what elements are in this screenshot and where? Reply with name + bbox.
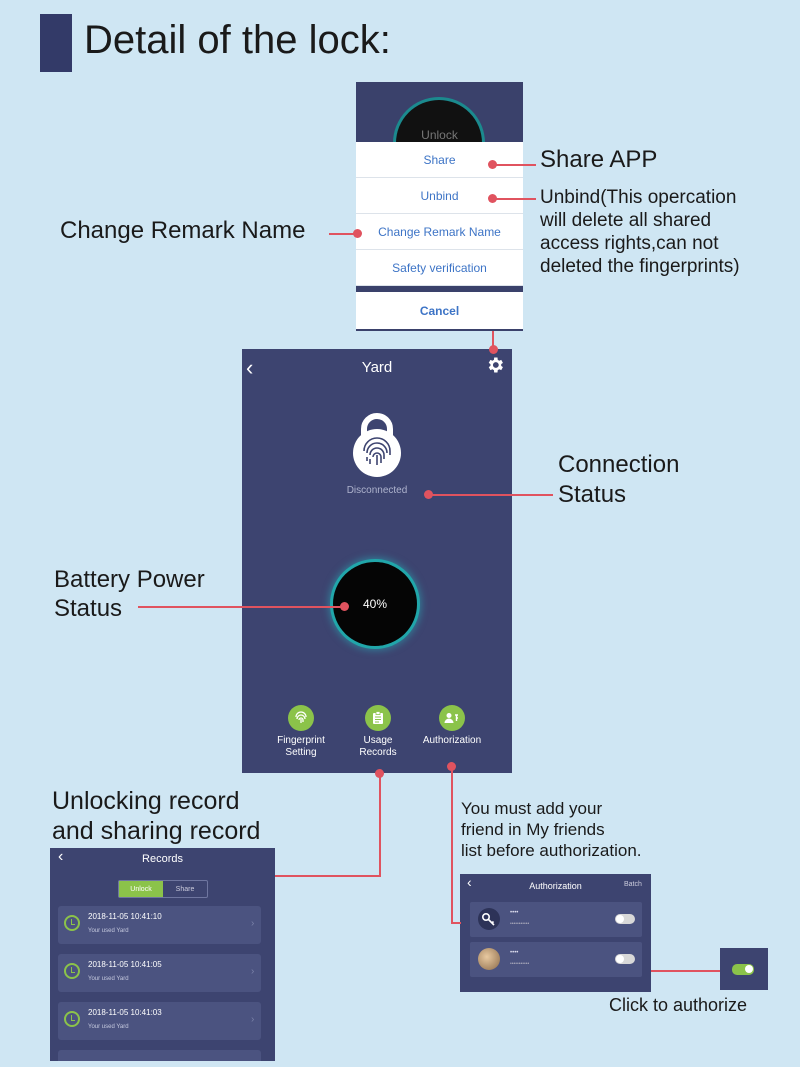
heading-bar-accent: [40, 14, 72, 72]
tab-unlock[interactable]: Unlock: [119, 881, 163, 897]
back-icon[interactable]: ‹: [246, 355, 254, 380]
menu-item-change-remark-name[interactable]: Change Remark Name: [356, 214, 523, 250]
pointer-line-battery: [138, 606, 344, 608]
clock-icon: [64, 1011, 80, 1027]
authorize-toggle-on[interactable]: [732, 964, 754, 975]
authorization-title: Authorization: [529, 881, 582, 891]
clock-icon: [64, 915, 80, 931]
record-time: 2018-11-05 10:41:05: [88, 960, 162, 969]
pointer-dot-auth: [447, 762, 456, 771]
annotation-connection-2: Status: [558, 481, 627, 508]
pointer-dot-remark: [353, 229, 362, 238]
annotation-connection-1: Connection: [558, 451, 680, 478]
annotation-unbind-1: Unbind(This opercation: [540, 187, 737, 208]
pointer-line-records-h: [275, 875, 381, 877]
pointer-line-auth-h: [451, 922, 461, 924]
record-desc: Your used Yard: [88, 976, 129, 982]
pointer-line-remark: [329, 233, 357, 235]
gear-icon[interactable]: [485, 355, 505, 380]
pointer-line-gear: [492, 331, 494, 349]
record-time: 2018-11-05 10:41:10: [88, 912, 162, 921]
connection-status: Disconnected: [346, 485, 408, 496]
fingerprint-setting-label-1: Fingerprint: [277, 735, 325, 746]
friend-row: •••• •••••••••••: [470, 902, 642, 937]
batch-button[interactable]: Batch: [624, 881, 642, 888]
fingerprint-icon: [288, 705, 314, 731]
pointer-dot-share: [488, 160, 497, 169]
annotation-battery-2: Status: [54, 595, 123, 622]
record-item[interactable]: 2018-11-05 10:41:03 Your used Yard ›: [58, 1002, 261, 1040]
menu-item-unbind[interactable]: Unbind: [356, 178, 523, 214]
authorize-toggle[interactable]: [615, 914, 635, 924]
usage-records-label-1: Usage: [363, 735, 393, 746]
fingerprint-setting-label-2: Setting: [285, 747, 317, 758]
pointer-dot-records: [375, 769, 384, 778]
menu-item-share[interactable]: Share: [356, 142, 523, 178]
friend-name: ••••: [510, 910, 519, 916]
fingerprint-lock-icon[interactable]: [350, 409, 404, 484]
back-icon[interactable]: ‹: [467, 874, 472, 890]
authorization-screen: ‹ Authorization Batch •••• ••••••••••• •…: [460, 874, 651, 992]
pointer-dot-connection: [424, 490, 433, 499]
pointer-line-unbind: [492, 198, 536, 200]
annotation-friend-1: You must add your: [461, 799, 603, 818]
record-desc: Your used Yard: [88, 1024, 129, 1030]
clipboard-icon: [365, 705, 391, 731]
pointer-dot-unbind: [488, 194, 497, 203]
annotation-unlocking-1: Unlocking record: [52, 787, 240, 815]
chevron-right-icon: ›: [251, 966, 255, 977]
lock-detail-screen: ‹ Yard Disconnected 40% Fingerprint Sett…: [242, 349, 512, 773]
annotation-click-authorize: Click to authorize: [609, 995, 748, 1015]
authorize-toggle[interactable]: [615, 954, 635, 964]
pointer-line-auth-v: [451, 766, 453, 924]
annotation-friend-3: list before authorization.: [461, 841, 642, 860]
friend-row: •••• •••••••••••: [470, 942, 642, 977]
chevron-right-icon: ›: [251, 918, 255, 929]
record-time: 2018-11-05 10:41:03: [88, 1008, 162, 1017]
chevron-right-icon: ›: [251, 1014, 255, 1025]
record-item[interactable]: 2018-11-05 10:41:05 Your used Yard ›: [58, 954, 261, 992]
annotation-unbind-3: access rights,can not: [540, 233, 719, 254]
pointer-dot-battery: [340, 602, 349, 611]
settings-popup-screen: Unlock Share Unbind Change Remark Name S…: [356, 82, 523, 331]
pointer-line-records-v: [379, 773, 381, 877]
cancel-button[interactable]: Cancel: [356, 292, 523, 329]
page-heading: Detail of the lock:: [84, 18, 391, 62]
key-icon: [478, 908, 500, 930]
annotation-unbind-2: will delete all shared: [540, 210, 712, 231]
pointer-line-share: [492, 164, 536, 166]
tab-share[interactable]: Share: [175, 885, 195, 893]
clock-icon: [64, 963, 80, 979]
pointer-line-toggle: [651, 970, 720, 972]
records-tab-switch: Unlock Share: [118, 880, 208, 898]
fingerprint-setting-button[interactable]: Fingerprint Setting: [266, 705, 336, 759]
annotation-battery-1: Battery Power: [54, 566, 205, 593]
authorization-label: Authorization: [422, 735, 482, 746]
back-icon[interactable]: ‹: [58, 848, 64, 865]
annotation-unbind-4: deleted the fingerprints): [540, 256, 740, 277]
usage-records-label-2: Records: [359, 747, 397, 758]
record-desc: Your used Yard: [88, 928, 129, 934]
annotation-unlocking-2: and sharing record: [52, 817, 261, 845]
record-item-partial[interactable]: [58, 1050, 261, 1061]
user-key-icon: [439, 705, 465, 731]
friend-phone: •••••••••••: [510, 921, 530, 927]
pointer-line-connection: [428, 494, 553, 496]
avatar: [478, 948, 500, 970]
friend-name: ••••: [510, 950, 519, 956]
authorization-button[interactable]: Authorization: [417, 705, 487, 747]
pointer-dot-gear: [489, 345, 498, 354]
background-unlock-text: Unlock: [421, 128, 458, 142]
usage-records-button[interactable]: Usage Records: [343, 705, 413, 759]
record-item[interactable]: 2018-11-05 10:41:10 Your used Yard ›: [58, 906, 261, 944]
lock-title: Yard: [361, 359, 393, 376]
authorized-toggle-callout: [720, 948, 768, 990]
annotation-change-remark: Change Remark Name: [60, 217, 306, 244]
records-screen: ‹ Records Unlock Share 2018-11-05 10:41:…: [50, 848, 275, 1061]
annotation-friend-2: friend in My friends: [461, 820, 605, 839]
friend-phone: •••••••••••: [510, 961, 530, 967]
records-title: Records: [142, 853, 183, 865]
annotation-share-app: Share APP: [540, 146, 658, 173]
menu-item-safety-verification[interactable]: Safety verification: [356, 250, 523, 286]
